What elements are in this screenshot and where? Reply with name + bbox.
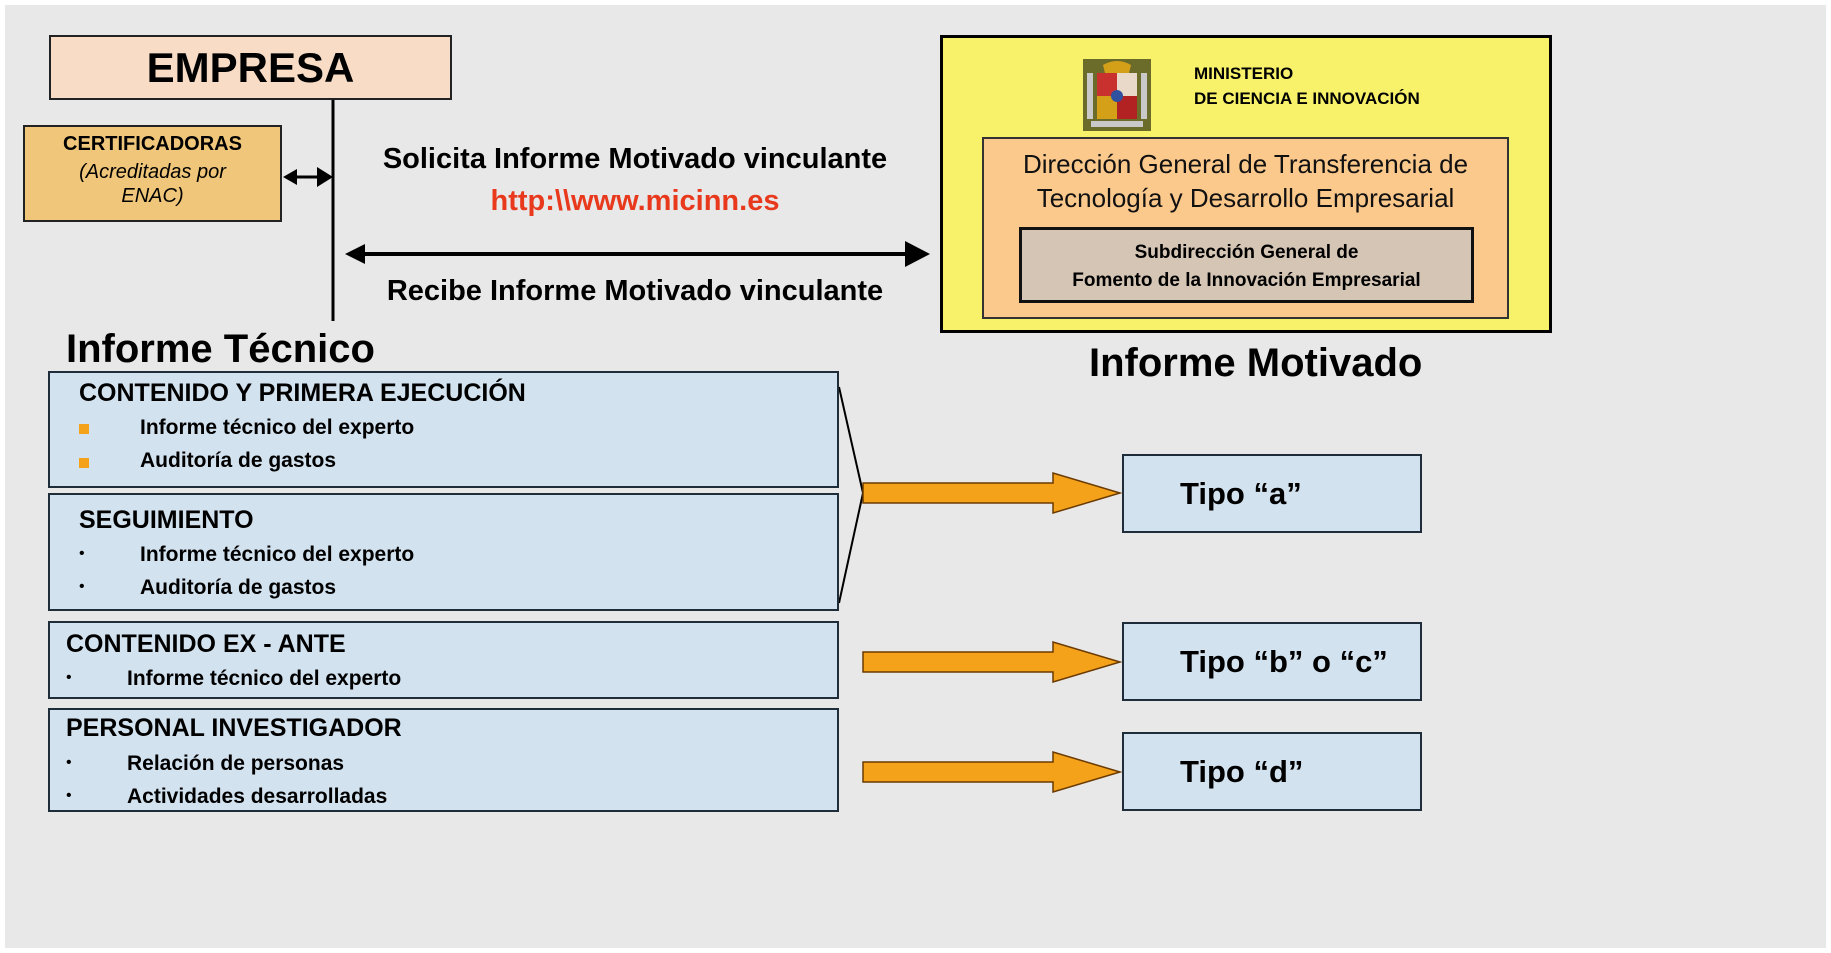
tipo-d-label: Tipo “d”: [1180, 753, 1304, 789]
connectors: [283, 100, 1123, 794]
bullet-dot-icon: •: [79, 545, 85, 562]
panel-seguimiento: [48, 493, 839, 611]
bullet-square-icon: [79, 458, 89, 468]
certificadoras-subtitle-2: ENAC): [121, 185, 184, 207]
bullet-dot-icon: •: [66, 787, 72, 804]
panel-personal-investigador: [48, 708, 839, 812]
directorate-line2: Tecnología y Desarrollo Empresarial: [1036, 183, 1455, 213]
spanish-coat-of-arms-icon: [1083, 59, 1151, 131]
receive-label: Recibe Informe Motivado vinculante: [386, 275, 884, 307]
bullet-dot-icon: •: [79, 578, 85, 595]
micinn-url[interactable]: http:\\www.micinn.es: [490, 185, 780, 217]
panel-contenido-primera-ejecucion: [48, 371, 839, 488]
cert-arrowhead-left: [283, 169, 297, 185]
panel-title: PERSONAL INVESTIGADOR: [66, 714, 402, 742]
list-item: Relación de personas: [127, 752, 345, 775]
certificadoras-title: CERTIFICADORAS: [63, 133, 242, 155]
technical-report-heading: Informe Técnico: [66, 327, 375, 371]
exchange-arrowhead-right: [905, 241, 930, 267]
panel-title: CONTENIDO Y PRIMERA EJECUCIÓN: [79, 379, 526, 407]
request-label: Solicita Informe Motivado vinculante: [382, 143, 888, 175]
empresa-box: EMPRESA: [49, 35, 452, 100]
list-item: Informe técnico del experto: [140, 416, 415, 439]
arrow-to-tipo-d: [862, 750, 1123, 794]
panel-title: SEGUIMIENTO: [79, 506, 254, 534]
ministry-name-line2: DE CIENCIA E INNOVACIÓN: [1194, 89, 1420, 108]
list-item: Informe técnico del experto: [127, 667, 402, 690]
subdirectorate-line1: Subdirección General de: [1134, 242, 1359, 263]
bullet-square-icon: [79, 424, 89, 434]
arrow-to-tipo-bc: [862, 640, 1123, 684]
ministry-name-line1: MINISTERIO: [1194, 64, 1294, 83]
tipo-a-label: Tipo “a”: [1180, 475, 1302, 511]
list-item: Actividades desarrolladas: [127, 785, 388, 808]
diagram-canvas: EMPRESA CERTIFICADORAS (Acreditadas por …: [5, 5, 1826, 948]
bullet-dot-icon: •: [66, 669, 72, 686]
subdirectorate-line2: Fomento de la Innovación Empresarial: [1072, 270, 1421, 291]
bracket-top: [838, 386, 864, 494]
exchange-arrowhead-left: [345, 244, 365, 264]
list-item: Informe técnico del experto: [140, 543, 415, 566]
tipo-d-box: Tipo “d”: [1122, 732, 1422, 811]
tipo-a-box: Tipo “a”: [1122, 454, 1422, 533]
motivated-report-heading: Informe Motivado: [1089, 341, 1423, 385]
panel-contenido-ex-ante: [48, 621, 839, 699]
arrow-to-tipo-a: [862, 471, 1123, 515]
certificadoras-box: CERTIFICADORAS (Acreditadas por ENAC): [23, 125, 282, 222]
cert-arrowhead-right: [317, 167, 333, 187]
subdirectorate-box: Subdirección General de Fomento de la In…: [1019, 227, 1474, 303]
list-item: Auditoría de gastos: [140, 449, 337, 472]
panel-title: CONTENIDO EX - ANTE: [66, 630, 346, 658]
certificadoras-subtitle-1: (Acreditadas por: [79, 161, 226, 183]
bullet-dot-icon: •: [66, 754, 72, 771]
tipo-bc-label: Tipo “b” o “c”: [1180, 643, 1388, 679]
directorate-title: Dirección General de Transferencia de Te…: [982, 147, 1509, 215]
directorate-line1: Dirección General de Transferencia de: [1022, 149, 1469, 179]
tipo-bc-box: Tipo “b” o “c”: [1122, 622, 1422, 701]
ministry-name: MINISTERIO DE CIENCIA E INNOVACIÓN: [1194, 61, 1420, 111]
empresa-label: EMPRESA: [146, 43, 355, 91]
list-item: Auditoría de gastos: [140, 576, 337, 599]
bracket-bottom: [838, 492, 864, 604]
